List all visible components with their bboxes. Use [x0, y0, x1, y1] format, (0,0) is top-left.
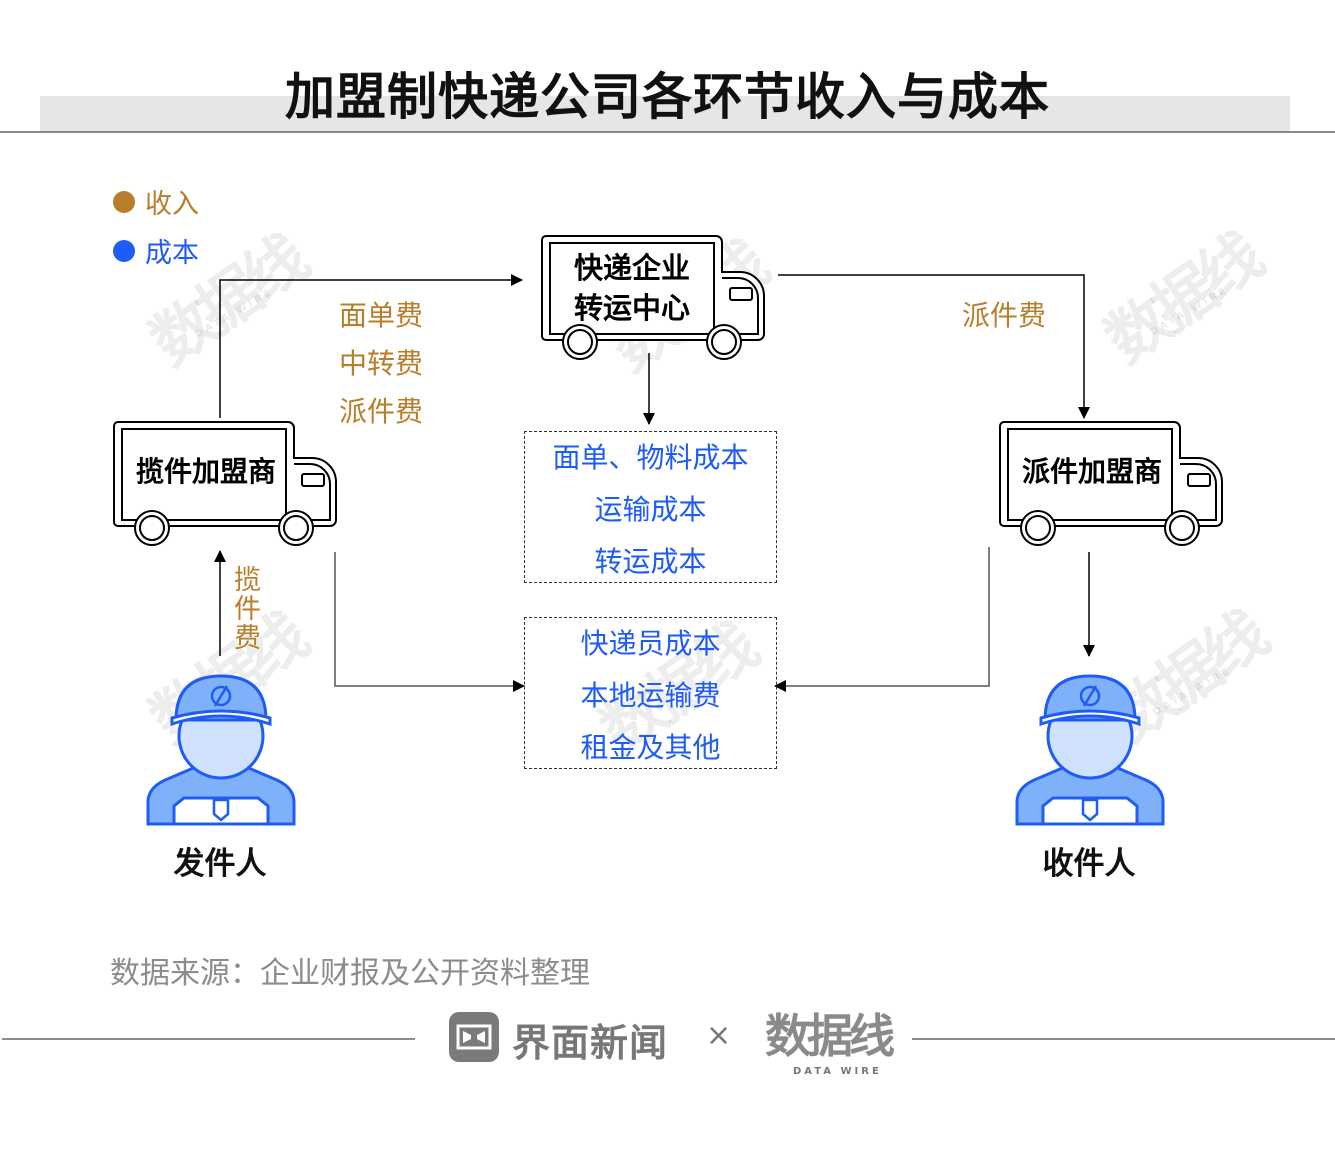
cost-item: 转运成本 [594, 545, 707, 578]
node-receiver-label: 收件人 [1042, 846, 1136, 882]
courier-person-icon [146, 674, 296, 826]
node-label-line: 快递企业 [573, 251, 690, 285]
legend-revenue: 收入 [113, 182, 199, 221]
node-transfer-center: 快递企业 转运中心 [552, 248, 712, 328]
legend-label: 成本 [145, 238, 199, 269]
node-sender-label: 发件人 [173, 846, 267, 882]
brand-separator: × [706, 1018, 732, 1053]
cost-item: 本地运输费 [580, 679, 721, 712]
revenue-char: 件 [234, 594, 261, 625]
revenue-dot-icon [113, 190, 135, 213]
flow-pickup-to-costs [334, 552, 525, 692]
flow-center-to-delivery [778, 274, 1090, 419]
title-rule [0, 131, 1335, 133]
flow-pickup-to-center [219, 274, 523, 418]
revenue-item: 中转费 [339, 347, 424, 380]
cost-dot-icon [113, 239, 135, 262]
cost-box-franchisee: 快递员成本 本地运输费 租金及其他 [524, 617, 777, 769]
revenue-char: 揽 [234, 565, 261, 596]
brand-datawire-logo: 数据线 [765, 1009, 895, 1063]
cost-item: 租金及其他 [580, 731, 721, 764]
revenue-sender-to-pickup: 揽 件 费 [234, 566, 261, 653]
data-source: 数据来源：企业财报及公开资料整理 [110, 956, 590, 991]
node-pickup-franchisee: 揽件加盟商 [135, 455, 276, 488]
legend-label: 收入 [145, 189, 199, 220]
brand-jiemian: 界面新闻 [512, 1021, 669, 1065]
jiemian-logo-icon [449, 1012, 499, 1062]
legend-cost: 成本 [113, 231, 199, 270]
node-delivery-franchisee: 派件加盟商 [1021, 455, 1162, 488]
revenue-item: 面单费 [339, 299, 424, 332]
cost-item: 面单、物料成本 [552, 441, 749, 474]
node-label-line: 转运中心 [573, 291, 690, 325]
title-band [40, 96, 1290, 132]
revenue-char: 费 [234, 623, 261, 654]
cost-box-center: 面单、物料成本 运输成本 转运成本 [524, 431, 777, 583]
revenue-item: 派件费 [962, 299, 1047, 332]
flow-delivery-to-costs [774, 547, 990, 692]
cost-item: 快递员成本 [580, 627, 721, 660]
brand-datawire-sub: DATA WIRE [793, 1066, 882, 1077]
revenue-pickup-to-center: 面单费 中转费 派件费 [339, 292, 423, 436]
revenue-item: 派件费 [339, 395, 424, 428]
cost-item: 运输成本 [594, 493, 707, 526]
footer-rule-left [2, 1038, 415, 1040]
revenue-center-to-delivery: 派件费 [962, 292, 1046, 340]
footer-rule-right [912, 1038, 1335, 1040]
courier-person-icon [1015, 674, 1165, 826]
page-title: 加盟制快递公司各环节收入与成本 [285, 68, 1050, 126]
